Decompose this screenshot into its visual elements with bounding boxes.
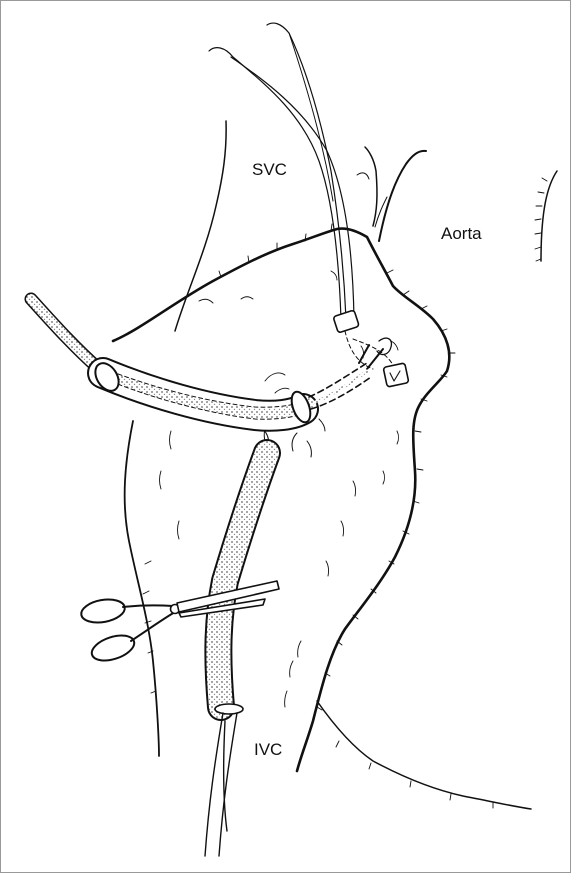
tourniquet-tube-icon xyxy=(205,453,267,856)
aorta-label: Aorta xyxy=(441,225,482,242)
scissors-icon xyxy=(79,581,279,665)
aorta-vessel xyxy=(375,151,557,261)
cannula-icon xyxy=(31,299,371,431)
right-atrium xyxy=(113,224,531,809)
ivc-label: IVC xyxy=(254,741,282,758)
ivc-vessel xyxy=(224,721,227,831)
svc-label: SVC xyxy=(252,161,287,178)
